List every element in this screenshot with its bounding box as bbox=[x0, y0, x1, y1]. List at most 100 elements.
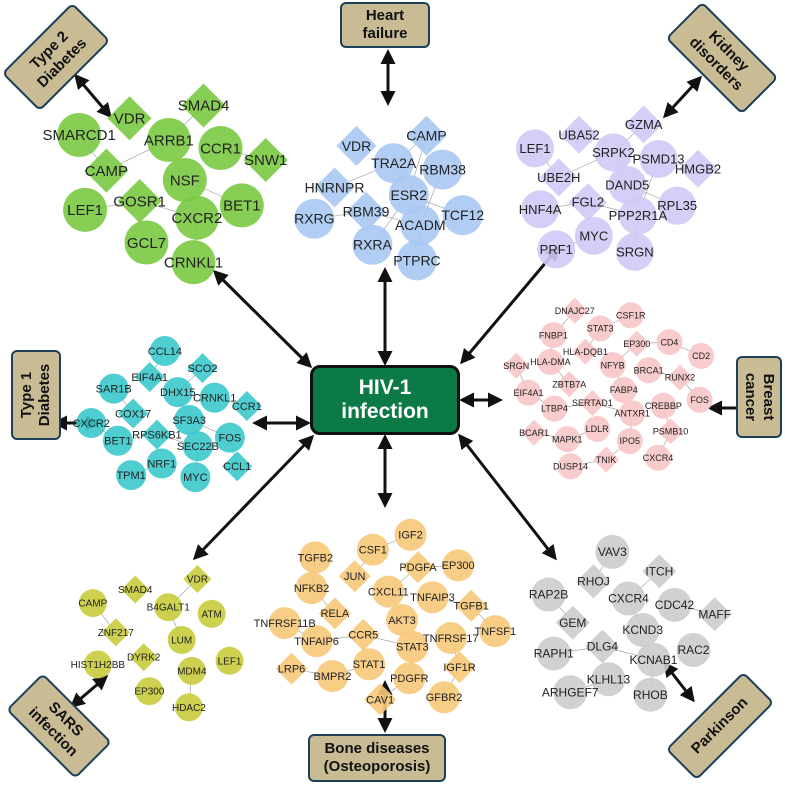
gene-node bbox=[167, 626, 196, 654]
gene-label: MDM4 bbox=[177, 666, 207, 677]
gene-label: VDR bbox=[187, 574, 208, 585]
gene-node bbox=[658, 186, 697, 225]
tag-bone-diseases: Bone diseases(Osteoporosis) bbox=[308, 734, 446, 782]
gene-label: SRPK2 bbox=[592, 145, 635, 160]
gene-node bbox=[141, 419, 172, 450]
network-parkinson: KCND3DLG4CXCR4KCNAB1GEMCDC42KLHL13RHOJRA… bbox=[529, 534, 732, 712]
tag-line: (Osteoporosis) bbox=[323, 758, 431, 775]
gene-node bbox=[428, 681, 461, 714]
gene-label: CAMP bbox=[78, 599, 107, 610]
arrow-center-t2d bbox=[212, 269, 313, 369]
gene-label: TRA2A bbox=[371, 155, 417, 171]
gene-networks: NSFGOSR1ARRB1CXCR2CAMPCCR1GCL7VDRBET1LEF… bbox=[42, 83, 732, 722]
gene-label: LTBP4 bbox=[541, 404, 568, 414]
gene-node bbox=[154, 593, 183, 622]
gene-node bbox=[134, 362, 165, 393]
gene-label: DYRK2 bbox=[127, 653, 161, 664]
gene-node bbox=[666, 364, 693, 391]
gene-node bbox=[553, 675, 588, 710]
gene-node bbox=[585, 629, 620, 664]
gene-node bbox=[182, 431, 213, 462]
gene-label: RBM38 bbox=[419, 161, 466, 177]
gene-label: GZMA bbox=[625, 117, 663, 132]
gene-node bbox=[149, 335, 180, 366]
gene-label: EP300 bbox=[134, 687, 164, 698]
gene-label: KCNAB1 bbox=[629, 653, 677, 667]
gene-label: HLA-DQB1 bbox=[563, 347, 608, 357]
gene-node bbox=[231, 391, 262, 422]
gene-label: TNFSF1 bbox=[475, 626, 517, 638]
gene-label: CXCL11 bbox=[368, 586, 409, 598]
gene-node bbox=[174, 693, 203, 722]
gene-node bbox=[177, 656, 206, 685]
gene-label: ARRB1 bbox=[144, 132, 194, 149]
gene-label: NRF1 bbox=[147, 458, 176, 470]
gene-node bbox=[393, 662, 426, 695]
gene-label: LRP6 bbox=[278, 664, 306, 676]
gene-node bbox=[57, 112, 102, 157]
gene-label: RXRG bbox=[294, 211, 334, 227]
gene-node bbox=[336, 125, 377, 166]
gene-node bbox=[556, 371, 583, 398]
gene-label: BET1 bbox=[104, 436, 132, 448]
tag-line: failure bbox=[362, 25, 408, 42]
gene-label: FOS bbox=[690, 395, 709, 405]
gene-node bbox=[219, 183, 264, 228]
gene-label: VAV3 bbox=[598, 545, 627, 559]
gene-node bbox=[98, 373, 129, 404]
gene-node bbox=[347, 618, 380, 651]
network-t1d: SF3A3RPS6KB1DHX15SEC22BCOX17CRNKL1NRF1EI… bbox=[73, 335, 262, 493]
gene-node bbox=[636, 642, 671, 677]
arrow-sars-tag bbox=[69, 675, 109, 708]
gene-label: NFYB bbox=[601, 360, 625, 370]
gene-label: FGL2 bbox=[572, 195, 605, 210]
gene-node bbox=[300, 625, 333, 658]
gene-node bbox=[338, 560, 371, 593]
gene-label: TNFAIP6 bbox=[294, 636, 339, 648]
gene-label: CAMP bbox=[85, 163, 128, 180]
gene-node bbox=[617, 302, 644, 329]
gene-node bbox=[676, 633, 711, 668]
gene-label: CD4 bbox=[660, 337, 678, 347]
gene-label: CCR5 bbox=[348, 630, 378, 642]
gene-label: CDC42 bbox=[655, 598, 695, 612]
gene-label: RAP2B bbox=[529, 588, 568, 602]
gene-node bbox=[503, 352, 530, 379]
gene-label: MYC bbox=[579, 228, 608, 243]
gene-node bbox=[521, 190, 560, 229]
tag-line: Bone diseases bbox=[324, 740, 430, 757]
gene-node bbox=[146, 118, 191, 163]
gene-label: RPL35 bbox=[657, 198, 697, 213]
gene-label: TNFRSF17 bbox=[423, 633, 479, 645]
gene-label: SEC22B bbox=[177, 441, 219, 453]
gene-node bbox=[318, 597, 351, 630]
network-heart: ESR2RBM39TRA2AACADMHNRNPRRBM38RXRAVDRTCF… bbox=[294, 115, 484, 281]
gene-node bbox=[633, 677, 668, 712]
gene-node bbox=[372, 575, 405, 608]
gene-label: TCF12 bbox=[441, 207, 484, 223]
gene-label: CXCR2 bbox=[172, 210, 223, 227]
gene-label: GFBR2 bbox=[426, 692, 463, 704]
gene-label: CSF1R bbox=[616, 310, 646, 320]
gene-node bbox=[422, 149, 463, 190]
gene-node bbox=[618, 196, 657, 235]
gene-node bbox=[561, 297, 588, 324]
arrow-center-sars bbox=[192, 434, 315, 561]
gene-label: RXRA bbox=[353, 237, 393, 253]
gene-label: RBM39 bbox=[343, 204, 390, 220]
gene-label: NSF bbox=[170, 172, 200, 189]
gene-node bbox=[183, 564, 212, 593]
gene-node bbox=[537, 230, 576, 269]
gene-label: MYC bbox=[183, 472, 208, 484]
arrow-parkinson-tag bbox=[663, 661, 695, 703]
gene-node bbox=[346, 191, 387, 232]
gene-node bbox=[394, 518, 427, 551]
gene-label: HLA-DMA bbox=[530, 357, 571, 367]
gene-label: SMAD4 bbox=[178, 98, 230, 115]
gene-label: DAND5 bbox=[605, 178, 649, 193]
gene-label: IPO5 bbox=[620, 436, 641, 446]
gene-label: ITCH bbox=[645, 565, 673, 579]
gene-node bbox=[243, 137, 288, 182]
